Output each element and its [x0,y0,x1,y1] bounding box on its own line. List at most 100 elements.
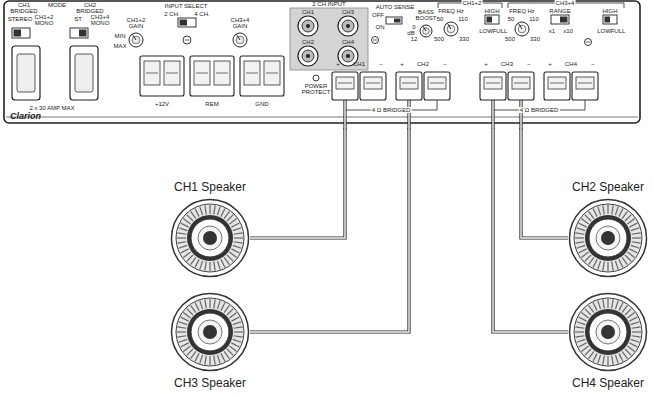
speaker-part [577,228,586,231]
speaker-part [627,313,634,318]
panel-label: CH3+4 [230,17,251,23]
slide-switch [603,15,617,24]
speaker-part [601,325,615,339]
speaker-part [200,301,203,310]
speaker-part [585,349,591,355]
speaker-part [593,303,597,311]
bracket-line [345,3,624,110]
terminal-block [146,73,158,74]
speaker-part [234,242,243,243]
knob [423,26,426,31]
terminal-block [486,83,500,84]
terminal-block [544,72,570,100]
rca-jack [338,16,358,36]
slide-switch [551,15,569,24]
speaker-part [598,207,601,216]
speaker-part [234,336,243,337]
speaker-part [183,346,190,351]
terminal-block [402,83,416,84]
panel-label: BASS [417,9,435,15]
rca-jack [338,46,358,66]
fuse-holder [75,54,93,92]
speaker-lead [407,96,410,129]
screw [183,36,191,44]
speaker-cable [521,128,568,238]
speaker-label: CH1 Speaker [174,180,246,194]
knob [444,22,458,36]
speaker-part [195,259,199,267]
speaker-lead [343,96,346,129]
speaker-part [179,339,188,342]
panel-label: MIN [114,33,127,39]
panel-label: + [335,61,341,67]
speaker-part [632,331,641,332]
slide-switch [180,20,188,26]
slide-switch [12,28,30,38]
panel-label: dB [406,30,415,36]
panel-label: FREQ Hz [508,8,536,14]
slide-switch [485,15,499,24]
rca-jack [346,54,350,58]
speaker-part [570,200,647,277]
panel-label: x1 [548,28,556,34]
speaker-part [177,237,186,238]
speaker-part [612,299,613,308]
speaker-part [221,353,225,361]
speaker-part [221,259,225,267]
speaker-part [575,336,584,337]
speaker-node: CH3 Speaker [170,292,250,390]
knob [519,23,523,29]
speaker-part [585,215,631,261]
speaker-part [227,309,233,315]
speaker-part [629,343,637,347]
speaker-part [191,219,229,257]
speaker-part [229,252,236,257]
panel-label: 2 CH. [163,11,180,17]
terminal-block [424,72,450,100]
speaker-part [195,303,199,311]
panel-label: 4 Ω BRIDGED [371,107,412,113]
terminal-block [196,73,208,74]
speaker-part [221,303,225,311]
panel-label: 330 [529,36,541,42]
panel-label: 110 [528,16,540,22]
speaker-cable [250,128,409,332]
panel-label: MONO [90,20,111,26]
speaker-part [627,219,634,224]
speaker-part [615,261,618,270]
panel-label: 500 [504,36,516,42]
speaker-part [217,301,220,310]
speaker-part [632,233,641,234]
slide-switch [485,15,499,24]
slide-switch [560,17,568,23]
panel-label: CH3 [500,61,514,67]
speaker-part [198,320,222,344]
panel-label: INPUT SELECT [164,3,209,9]
slide-switch [603,15,617,24]
panel-label: POWER [304,83,329,89]
speaker-part [629,249,637,253]
panel-label: GAIN [232,23,249,29]
speaker-part [205,356,206,365]
bracket-line [345,100,437,110]
panel-label: 110 [457,16,469,22]
rca-jack [342,50,354,62]
speaker-part [607,299,608,308]
terminal-block [266,73,278,74]
panel-label: STEREO [7,16,34,22]
rca-jack [302,50,314,62]
speaker-part [183,219,190,224]
speaker-part [575,331,584,332]
speaker-part [191,211,196,218]
speaker-part [627,252,634,257]
speaker-lead [408,96,409,129]
terminal-block [428,77,446,89]
terminal-block [360,72,386,100]
speaker-part [625,255,631,261]
speaker-part [209,262,210,271]
speaker-part [227,255,233,261]
terminal-block [190,56,234,96]
screw [585,39,592,46]
speaker-part [577,339,586,342]
